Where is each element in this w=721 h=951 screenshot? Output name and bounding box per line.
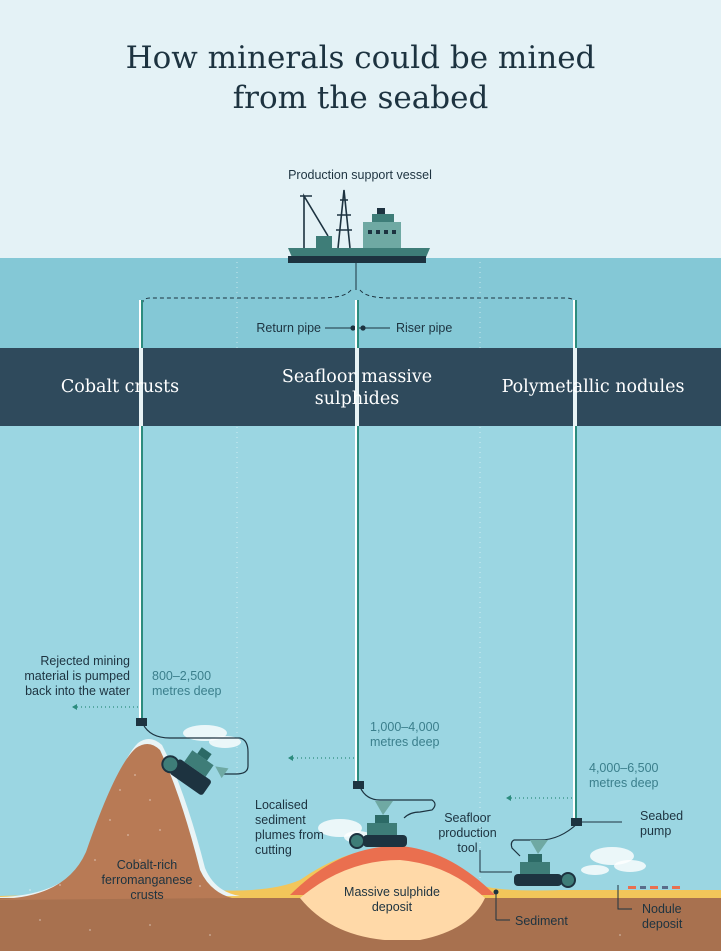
depth-nodules-unit: metres deep	[589, 776, 659, 790]
nodules	[628, 886, 680, 889]
upper-sea	[0, 258, 721, 350]
depth-nodules-value: 4,000–6,500	[589, 761, 659, 775]
production-tool-line-2: production	[438, 826, 497, 840]
rejected-line-1: Rejected mining	[40, 654, 130, 668]
sulphide-hose	[359, 786, 436, 819]
sulphide-riser-teal	[357, 300, 359, 786]
nodule-riser-teal	[575, 300, 577, 822]
nodule-deposit-line-1: Nodule	[642, 902, 682, 916]
depth-sulphides-unit: metres deep	[370, 735, 440, 749]
crusts-line-1: Cobalt-rich	[116, 858, 178, 872]
nodule-collector-tool	[514, 840, 576, 888]
rejected-line-2: material is pumped	[24, 669, 130, 683]
nodule-leader	[617, 885, 632, 910]
category-sulphides-line-2: sulphides	[314, 389, 400, 409]
cobalt-mining-tool	[161, 747, 229, 795]
seabed-pump-label: Seabed pump	[640, 809, 710, 839]
nodule-pipe-through-band	[573, 348, 577, 426]
sediment-plumes	[183, 725, 646, 875]
sulphide-deposit	[300, 860, 485, 940]
rejected-arrowhead-sulphide	[288, 755, 293, 761]
sulphide-deposit-line-1: Massive sulphide	[344, 885, 440, 899]
cobalt-pump	[136, 718, 147, 726]
plumes-line-1: Localised	[255, 798, 308, 812]
rejected-material-label: Rejected mining material is pumped back …	[10, 654, 130, 699]
vessel-label: Production support vessel	[288, 168, 432, 182]
cobalt-crusts-deposit-label: Cobalt-rich ferromanganese crusts	[82, 858, 212, 903]
sulphide-pipe-through-band	[355, 348, 359, 426]
cobalt-hose	[142, 723, 249, 775]
rejected-line-3: back into the water	[25, 684, 130, 698]
depth-cobalt-value: 800–2,500	[152, 669, 212, 683]
sediment-label: Sediment	[515, 914, 568, 928]
depth-sulphides-value: 1,000–4,000	[370, 720, 440, 734]
nodule-hose	[510, 822, 579, 857]
production-support-vessel	[288, 189, 430, 263]
seabed-pump-box	[571, 818, 582, 826]
rejected-arrowhead-nodule	[506, 795, 511, 801]
production-tool-line-3: tool	[457, 841, 478, 855]
depth-sulphides: 1,000–4,000 metres deep	[370, 720, 470, 750]
crusts-line-3: crusts	[130, 888, 164, 902]
production-tool-line-1: Seafloor	[444, 811, 491, 825]
depth-cobalt-unit: metres deep	[152, 684, 222, 698]
seabed-pump-line-1: Seabed	[640, 809, 684, 823]
sky	[0, 0, 721, 260]
nodule-deposit-label: Nodule deposit	[642, 902, 712, 932]
category-seafloor-sulphides: Seafloor massive sulphides	[247, 366, 467, 410]
crusts-line-2: ferromanganese	[101, 873, 193, 887]
title-line-2: from the seabed	[232, 80, 489, 116]
cobalt-riser-teal	[141, 300, 143, 722]
cobalt-pipe-through-band	[139, 348, 143, 426]
sulphide-pump	[353, 781, 364, 789]
pipes	[139, 300, 577, 822]
title-line-1: How minerals could be mined	[125, 40, 596, 76]
category-band	[0, 348, 721, 426]
plumes-line-4: cutting	[255, 843, 292, 857]
rejected-arrowhead-cobalt	[72, 704, 77, 710]
depth-nodules: 4,000–6,500 metres deep	[589, 761, 689, 791]
return-pipe-label: Return pipe	[256, 321, 321, 335]
riser-pipe-label: Riser pipe	[396, 321, 453, 335]
crust-texture	[29, 774, 621, 936]
nodule-deposit-line-2: deposit	[642, 917, 683, 931]
plumes-line-3: plumes from	[255, 828, 324, 842]
production-tool-label: Seafloor production tool	[425, 811, 510, 856]
riser-pipe-dot	[360, 325, 366, 331]
sulphide-mining-tool	[349, 801, 407, 849]
category-polymetallic-nodules: Polymetallic nodules	[501, 377, 685, 397]
depth-cobalt: 800–2,500 metres deep	[152, 669, 252, 699]
page-title: How minerals could be mined from the sea…	[0, 38, 721, 118]
production-tool-leader	[479, 850, 512, 873]
category-sulphides-line-1: Seafloor massive	[281, 367, 433, 387]
sediment-plumes-label: Localised sediment plumes from cutting	[255, 798, 355, 858]
cobalt-crust-mountain	[0, 743, 232, 900]
plumes-line-2: sediment	[255, 813, 306, 827]
return-pipe-dot	[350, 325, 356, 331]
sulphide-deposit-label: Massive sulphide deposit	[322, 885, 462, 915]
sulphide-deposit-line-2: deposit	[371, 900, 413, 914]
waves	[0, 259, 721, 270]
sediment-leader-dot	[493, 889, 499, 895]
seabed-pump-line-2: pump	[640, 824, 672, 838]
category-cobalt-crusts: Cobalt crusts	[60, 377, 180, 397]
